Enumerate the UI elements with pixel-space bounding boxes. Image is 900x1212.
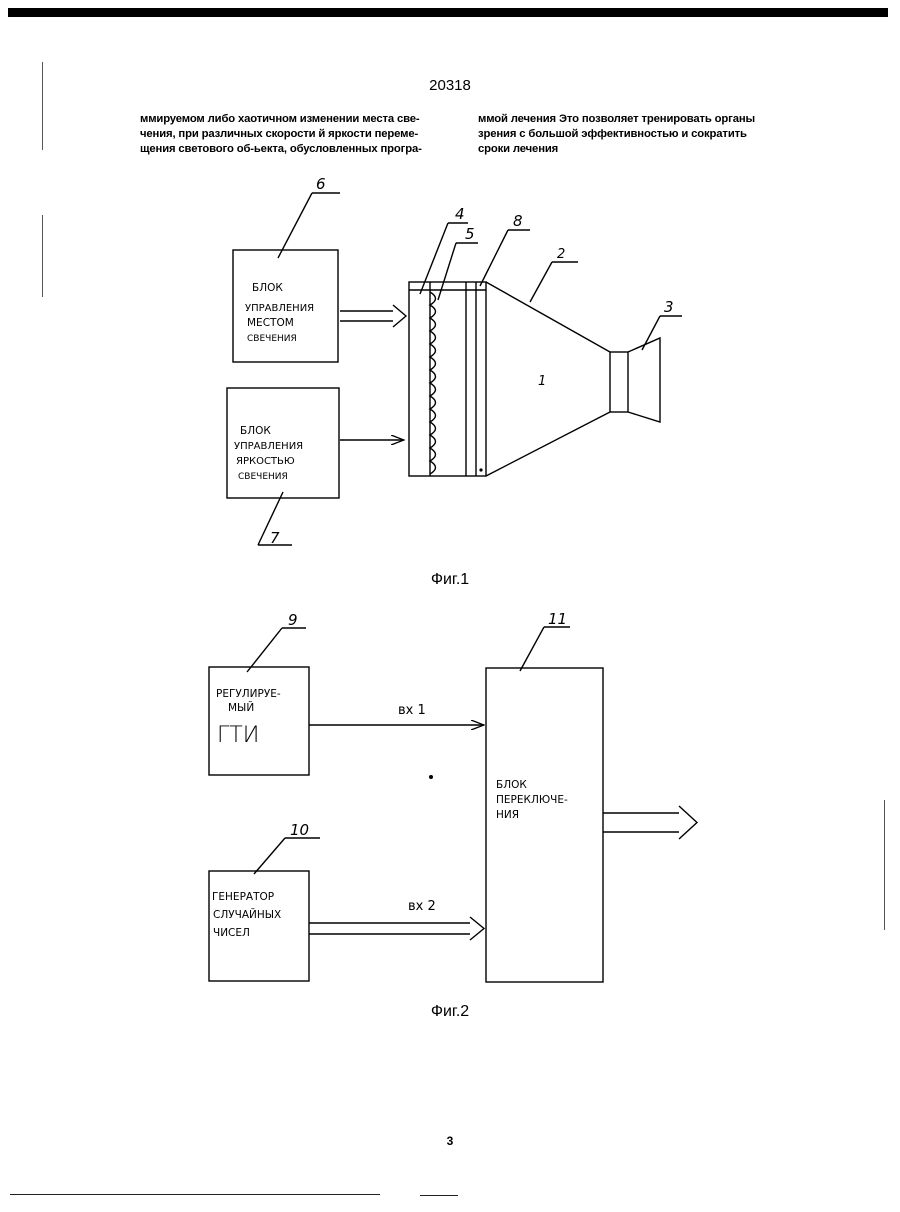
fig2-caption: Фиг.2 xyxy=(431,1003,469,1020)
ref-11: 11 xyxy=(548,610,567,628)
ref-1: 1 xyxy=(538,374,546,389)
block-11-line: ПЕРЕКЛЮЧЕ- xyxy=(496,794,568,806)
fig1-block-labels: БЛОК УПРАВЛЕНИЯ МЕСТОМ СВЕЧЕНИЯ БЛОК УПР… xyxy=(234,282,314,482)
eyepiece-neck xyxy=(610,352,628,412)
ref-9: 9 xyxy=(288,611,298,629)
block-6-line: УПРАВЛЕНИЯ xyxy=(245,303,314,314)
fig2-diagram xyxy=(209,627,697,982)
ref-2: 2 xyxy=(557,247,565,262)
block-10-line: ГЕНЕРАТОР xyxy=(212,891,274,903)
block-10-box xyxy=(209,871,309,981)
double-arrow xyxy=(340,305,406,327)
bottom-rule xyxy=(420,1195,458,1196)
block-7-line: ЯРКОСТЬЮ xyxy=(236,456,295,467)
block-6-line: МЕСТОМ xyxy=(247,317,294,329)
block-11-box xyxy=(486,668,603,982)
input-2-label: вх 2 xyxy=(408,899,436,914)
output-double-arrow xyxy=(603,806,697,839)
block-10-line: СЛУЧАЙНЫХ xyxy=(213,908,281,921)
ref-10: 10 xyxy=(290,821,309,839)
block-10-line: ЧИСЕЛ xyxy=(213,927,250,939)
input-2-double-arrow xyxy=(309,917,484,940)
block-7-line: БЛОК xyxy=(240,425,271,437)
block-9-big: ГТИ xyxy=(217,723,259,748)
block-11-line: НИЯ xyxy=(496,809,519,821)
fig1-diagram xyxy=(227,193,682,545)
bottom-rule xyxy=(10,1194,380,1195)
cone-edge xyxy=(486,412,610,476)
block-9-line: МЫЙ xyxy=(228,701,254,714)
ref-3: 3 xyxy=(664,298,674,316)
block-6-line: БЛОК xyxy=(252,282,283,294)
block-9-line: РЕГУЛИРУЕ- xyxy=(216,688,281,700)
fig1-ref-numbers: 6 4 5 8 2 3 1 7 xyxy=(270,175,674,547)
block-9-box xyxy=(209,667,309,775)
ref-8: 8 xyxy=(513,212,523,230)
block-7-line: УПРАВЛЕНИЯ xyxy=(234,441,303,452)
block-6-line: СВЕЧЕНИЯ xyxy=(247,334,297,344)
block-11-line: БЛОК xyxy=(496,779,527,791)
fig1-caption: Фиг.1 xyxy=(431,571,469,588)
ref-7: 7 xyxy=(270,529,280,547)
ref-4: 4 xyxy=(455,205,465,223)
ref-6: 6 xyxy=(316,175,326,193)
eyepiece xyxy=(628,338,660,422)
screen-frame xyxy=(409,282,486,476)
block-7-line: СВЕЧЕНИЯ xyxy=(238,472,288,482)
light-elements xyxy=(430,292,436,474)
cone-edge xyxy=(486,282,610,352)
stray-dot xyxy=(430,776,433,779)
page-number: 3 xyxy=(0,1134,900,1148)
ref-5: 5 xyxy=(465,225,475,243)
input-1-label: вх 1 xyxy=(398,703,426,718)
